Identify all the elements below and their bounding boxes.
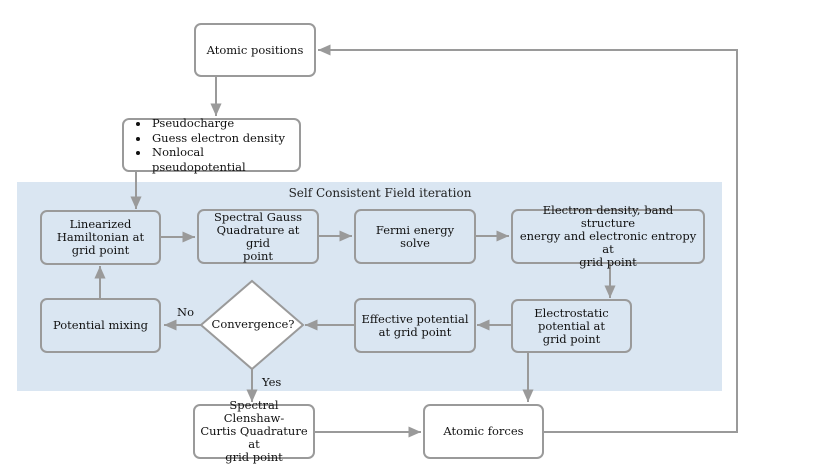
linearized-hamiltonian-line-1: Linearized (69, 217, 132, 231)
linearized-hamiltonian-line-2: Hamiltonian at (56, 230, 145, 244)
edge-label-yes: Yes (262, 375, 282, 389)
electrostatic-line-3: grid point (542, 331, 601, 346)
atomic-forces-label: Atomic forces (443, 424, 524, 438)
clenshaw-curtis-line-1: Spectral Clenshaw- (223, 398, 285, 425)
electron-density-line-3: grid point (579, 255, 637, 269)
fermi-energy-box: Fermi energy solve (354, 209, 476, 264)
atomic-positions-label: Atomic positions (206, 42, 304, 57)
spectral-gauss-line-2: Quadrature at grid (216, 222, 300, 250)
convergence-label: Convergence? (211, 317, 295, 331)
electrostatic-line-2: potential at (537, 318, 606, 333)
linearized-hamiltonian-line-3: grid point (71, 243, 130, 257)
effective-potential-line-1: Effective potential (361, 311, 469, 326)
potential-mixing-box: Potential mixing (40, 298, 161, 353)
effective-potential-box: Effective potential at grid point (354, 298, 476, 353)
edge-forces-to-positions (318, 44, 738, 433)
electrostatic-potential-box: Electrostatic potential at grid point (511, 299, 632, 353)
clenshaw-curtis-box: Spectral Clenshaw- Curtis Quadrature at … (193, 399, 315, 464)
region-label: Self Consistent Field iteration (288, 186, 472, 200)
linearized-hamiltonian-box: Linearized Hamiltonian at grid point (40, 210, 161, 265)
edge-label-no: No (177, 305, 194, 319)
spectral-gauss-line-1: Spectral Gauss (213, 209, 303, 224)
init-box: Pseudocharge Guess electron density Nonl… (122, 116, 301, 174)
atomic-forces-box: Atomic forces (423, 404, 544, 459)
effective-potential-line-2: at grid point (378, 324, 452, 339)
electrostatic-line-1: Electrostatic (534, 305, 609, 320)
fermi-energy-line-2: solve (400, 235, 430, 250)
init-item-guess-density: Guess electron density (150, 131, 291, 146)
init-item-pseudocharge: Pseudocharge (150, 116, 291, 131)
electron-density-line-2: energy and electronic entropy at (519, 229, 697, 256)
atomic-positions-box: Atomic positions (194, 23, 316, 77)
init-list: Pseudocharge Guess electron density Nonl… (132, 116, 291, 174)
electron-density-box: Electron density, band structure energy … (511, 204, 705, 269)
spectral-gauss-box: Spectral Gauss Quadrature at grid point (197, 209, 319, 264)
clenshaw-curtis-line-3: grid point (225, 450, 283, 464)
clenshaw-curtis-line-2: Curtis Quadrature at (200, 424, 308, 451)
electron-density-line-1: Electron density, band structure (542, 203, 674, 230)
init-item-nonlocal-pseudopotential: Nonlocal pseudopotential (150, 145, 291, 174)
spectral-gauss-line-3: point (243, 248, 273, 263)
potential-mixing-label: Potential mixing (52, 318, 149, 332)
fermi-energy-line-1: Fermi energy (375, 222, 455, 237)
